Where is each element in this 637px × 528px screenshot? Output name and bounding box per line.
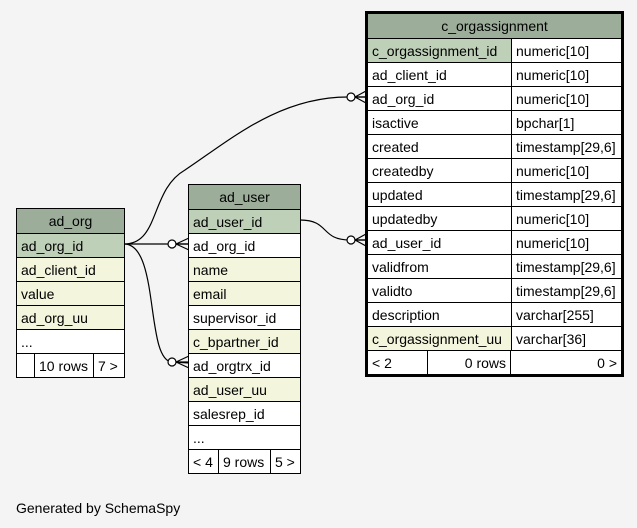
column-type: timestamp[29,6]	[511, 279, 621, 302]
row-count: 10 rows	[34, 354, 93, 377]
crowfoot-marker-user-orgid	[167, 237, 190, 251]
generated-by-caption: Generated by SchemaSpy	[16, 500, 181, 516]
column-row[interactable]: ad_client_id	[17, 257, 124, 281]
table-header[interactable]: c_orgassignment	[368, 14, 621, 38]
column-name: created	[368, 135, 511, 158]
column-row[interactable]: ad_orgtrx_id	[189, 353, 300, 377]
column-row[interactable]: value	[17, 281, 124, 305]
column-row[interactable]: c_bpartner_id	[189, 329, 300, 353]
column-type: numeric[10]	[511, 231, 621, 254]
row-count: 0 rows	[427, 351, 510, 374]
column-name: ad_org_id	[17, 234, 124, 257]
column-name: validto	[368, 279, 511, 302]
children-link[interactable]: 7 >	[93, 354, 124, 377]
table-header[interactable]: ad_org	[17, 209, 124, 233]
column-name: isactive	[368, 111, 511, 134]
column-row[interactable]: ad_org_id	[17, 233, 124, 257]
column-name: description	[368, 303, 511, 326]
column-type: timestamp[29,6]	[511, 255, 621, 278]
column-name: validfrom	[368, 255, 511, 278]
table-footer: 10 rows 7 >	[17, 353, 124, 377]
column-name: createdby	[368, 159, 511, 182]
column-row[interactable]: ...	[17, 329, 124, 353]
parents-link[interactable]	[17, 354, 34, 377]
column-type: numeric[10]	[511, 87, 621, 110]
table-title: ad_user	[219, 189, 270, 205]
column-name: ad_org_uu	[17, 306, 124, 329]
column-name: ad_user_id	[368, 231, 511, 254]
table-footer: < 4 9 rows 5 >	[189, 449, 300, 473]
column-name: ad_user_id	[189, 210, 300, 233]
column-name: salesrep_id	[189, 402, 300, 425]
crowfoot-marker-user-orgtrx	[167, 355, 190, 369]
edge-org-to-orgassignment	[123, 96, 366, 245]
crowfoot-marker-orgassignment-orgid	[346, 90, 367, 104]
column-name: updated	[368, 183, 511, 206]
column-name: ...	[17, 330, 124, 353]
column-name: supervisor_id	[189, 306, 300, 329]
column-row[interactable]: ad_org_uu	[17, 305, 124, 329]
column-name: c_bpartner_id	[189, 330, 300, 353]
column-name: ad_org_id	[368, 87, 511, 110]
column-name: ad_client_id	[17, 258, 124, 281]
column-type: timestamp[29,6]	[511, 135, 621, 158]
column-name: ad_client_id	[368, 63, 511, 86]
edge-org-to-user-orgtrx	[123, 243, 191, 364]
column-name: ad_orgtrx_id	[189, 354, 300, 377]
column-type: varchar[255]	[511, 303, 621, 326]
children-link[interactable]: 0 >	[510, 351, 621, 374]
column-type: timestamp[29,6]	[511, 183, 621, 206]
column-row[interactable]: ad_org_id	[189, 233, 300, 257]
column-row[interactable]: supervisor_id	[189, 305, 300, 329]
column-row[interactable]: ad_user_uu	[189, 377, 300, 401]
column-row[interactable]: ad_user_id	[189, 209, 300, 233]
column-type: numeric[10]	[511, 63, 621, 86]
parents-link[interactable]: < 2	[372, 354, 392, 371]
column-name: c_orgassignment_uu	[368, 327, 511, 350]
row-count: 9 rows	[218, 450, 270, 473]
column-row[interactable]: name	[189, 257, 300, 281]
children-link[interactable]: 5 >	[270, 450, 300, 473]
column-row[interactable]: email	[189, 281, 300, 305]
column-name: c_orgassignment_id	[368, 39, 511, 62]
column-type: numeric[10]	[511, 207, 621, 230]
column-type: numeric[10]	[511, 39, 621, 62]
column-row[interactable]: ...	[189, 425, 300, 449]
column-name: updatedby	[368, 207, 511, 230]
edge-user-to-orgassignment	[299, 219, 366, 241]
column-type: numeric[10]	[511, 159, 621, 182]
table-title: ad_org	[48, 213, 93, 229]
column-name: ...	[189, 426, 300, 449]
column-name: ad_org_id	[189, 234, 300, 257]
column-name: email	[189, 282, 300, 305]
column-name: value	[17, 282, 124, 305]
column-name: ad_user_uu	[189, 378, 300, 401]
column-row[interactable]: salesrep_id	[189, 401, 300, 425]
column-type: bpchar[1]	[511, 111, 621, 134]
table-title: c_orgassignment	[441, 18, 548, 34]
column-type: varchar[36]	[511, 327, 621, 350]
crowfoot-marker-orgassignment-userid	[346, 233, 367, 247]
column-name: name	[189, 258, 300, 281]
table-header[interactable]: ad_user	[189, 185, 300, 209]
parents-link[interactable]: < 4	[193, 453, 213, 470]
table-footer: < 2 0 rows 0 >	[368, 350, 621, 374]
